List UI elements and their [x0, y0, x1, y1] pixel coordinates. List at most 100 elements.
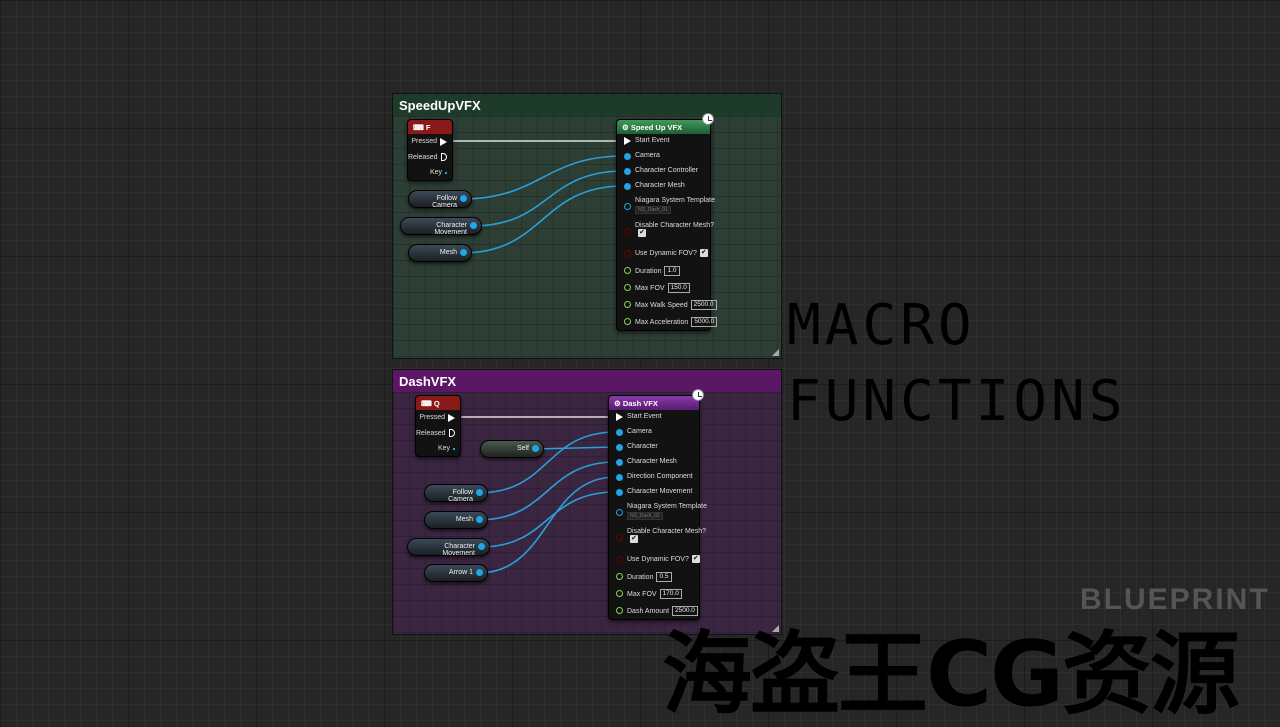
var-mesh[interactable]: Mesh	[408, 244, 472, 262]
pin-label: Dash Amount	[627, 607, 670, 615]
object-pin-icon[interactable]	[616, 509, 623, 516]
comment-speedupvfx[interactable]: SpeedUpVFX	[392, 93, 782, 359]
node-header: ⚙ Dash VFX	[609, 396, 699, 410]
float-input[interactable]: 0.5	[656, 572, 672, 582]
pin-character-movement[interactable]: Character Movement	[609, 488, 699, 503]
pin-camera[interactable]: Camera	[617, 152, 710, 167]
object-pin-icon[interactable]	[624, 168, 631, 175]
exec-pin-icon[interactable]	[616, 413, 623, 421]
bool-pin-icon[interactable]	[624, 228, 631, 235]
comment-title[interactable]: DashVFX	[393, 370, 781, 392]
float-pin-icon[interactable]	[616, 573, 623, 580]
pin-direction-component[interactable]: Direction Component	[609, 473, 699, 488]
key-event-node-f[interactable]: ⌨ F Pressed Released Key	[407, 119, 453, 181]
exec-pin-icon[interactable]	[448, 413, 455, 422]
object-pin-icon[interactable]	[616, 489, 623, 496]
exec-pin-icon[interactable]	[624, 137, 631, 145]
float-pin-icon[interactable]	[624, 267, 631, 274]
var-follow-camera[interactable]: Follow Camera	[424, 484, 488, 503]
pin-character-mesh[interactable]: Character Mesh	[609, 458, 699, 473]
pin-use-dynamic-fov[interactable]: Use Dynamic FOV?✔	[609, 555, 700, 572]
struct-pin-icon[interactable]	[453, 447, 455, 450]
object-pin-icon[interactable]	[616, 444, 623, 451]
float-input[interactable]: 1.0	[664, 266, 680, 276]
key-event-node-q[interactable]: ⌨ Q Pressed Released Key	[415, 395, 461, 457]
bool-pin-icon[interactable]	[616, 534, 623, 541]
object-pin-icon[interactable]	[616, 459, 623, 466]
object-pin-icon[interactable]	[476, 516, 483, 523]
asset-dropdown[interactable]: NS_Dash_01	[635, 206, 671, 214]
checkbox[interactable]: ✔	[699, 249, 708, 257]
asset-dropdown[interactable]: NS_Dash_02	[627, 512, 663, 520]
exec-pin-icon[interactable]	[440, 153, 447, 162]
object-pin-icon[interactable]	[624, 153, 631, 160]
checkbox[interactable]: ✔	[691, 555, 700, 563]
pin-released[interactable]: Released	[416, 426, 460, 442]
wire-arrow-1	[477, 476, 617, 574]
pin-pressed[interactable]: Pressed	[408, 134, 452, 150]
pin-disable-character-mesh[interactable]: Disable Character Mesh?✔	[609, 528, 706, 555]
float-input[interactable]: 170.0	[659, 589, 682, 599]
object-pin-icon[interactable]	[616, 474, 623, 481]
object-pin-icon[interactable]	[460, 195, 467, 202]
exec-pin-icon[interactable]	[448, 429, 455, 438]
pin-character[interactable]: Character	[609, 443, 699, 458]
pin-start-event[interactable]: Start Event	[609, 413, 699, 428]
comment-title[interactable]: SpeedUpVFX	[393, 94, 781, 116]
object-pin-icon[interactable]	[476, 569, 483, 576]
resize-handle[interactable]	[772, 625, 779, 632]
pin-character-mesh[interactable]: Character Mesh	[617, 182, 710, 197]
var-self[interactable]: Self	[480, 440, 544, 458]
resize-handle[interactable]	[772, 349, 779, 356]
exec-pin-icon[interactable]	[440, 137, 447, 146]
object-pin-icon[interactable]	[460, 249, 467, 256]
pin-key[interactable]: Key	[416, 441, 460, 457]
pin-start-event[interactable]: Start Event	[617, 137, 710, 152]
pin-disable-character-mesh[interactable]: Disable Character Mesh?✔	[617, 222, 714, 249]
object-pin-icon[interactable]	[616, 429, 623, 436]
var-character-movement[interactable]: Character Movement	[400, 217, 482, 236]
var-follow-camera[interactable]: Follow Camera	[408, 190, 472, 209]
object-pin-icon[interactable]	[624, 183, 631, 190]
bool-pin-icon[interactable]	[624, 250, 631, 257]
object-pin-icon[interactable]	[532, 445, 539, 452]
float-input[interactable]: 2500.0	[672, 606, 698, 616]
object-pin-icon[interactable]	[476, 489, 483, 496]
float-pin-icon[interactable]	[616, 607, 623, 614]
pin-pressed[interactable]: Pressed	[416, 410, 460, 426]
float-input[interactable]: 5000.0	[691, 317, 718, 327]
pin-key[interactable]: Key	[408, 165, 452, 181]
var-arrow-1[interactable]: Arrow 1	[424, 564, 488, 582]
var-character-movement[interactable]: Character Movement	[407, 538, 490, 557]
pin-character-controller[interactable]: Character Controller	[617, 167, 710, 182]
var-label: Mesh	[455, 516, 473, 523]
pin-use-dynamic-fov[interactable]: Use Dynamic FOV?✔	[617, 249, 710, 266]
object-pin-icon[interactable]	[470, 222, 477, 229]
var-mesh[interactable]: Mesh	[424, 511, 488, 529]
object-pin-icon[interactable]	[478, 543, 485, 550]
float-pin-icon[interactable]	[616, 590, 623, 597]
checkbox[interactable]: ✔	[638, 229, 646, 237]
float-pin-icon[interactable]	[624, 301, 631, 308]
pin-released[interactable]: Released	[408, 150, 452, 166]
float-input[interactable]: 150.0	[667, 283, 690, 293]
float-pin-icon[interactable]	[624, 318, 631, 325]
struct-pin-icon[interactable]	[445, 171, 447, 174]
object-pin-icon[interactable]	[624, 203, 631, 210]
checkbox[interactable]: ✔	[630, 535, 638, 543]
float-pin-icon[interactable]	[624, 284, 631, 291]
pin-camera[interactable]: Camera	[609, 428, 699, 443]
float-input[interactable]: 2500.0	[690, 300, 717, 310]
bool-pin-icon[interactable]	[616, 556, 623, 563]
